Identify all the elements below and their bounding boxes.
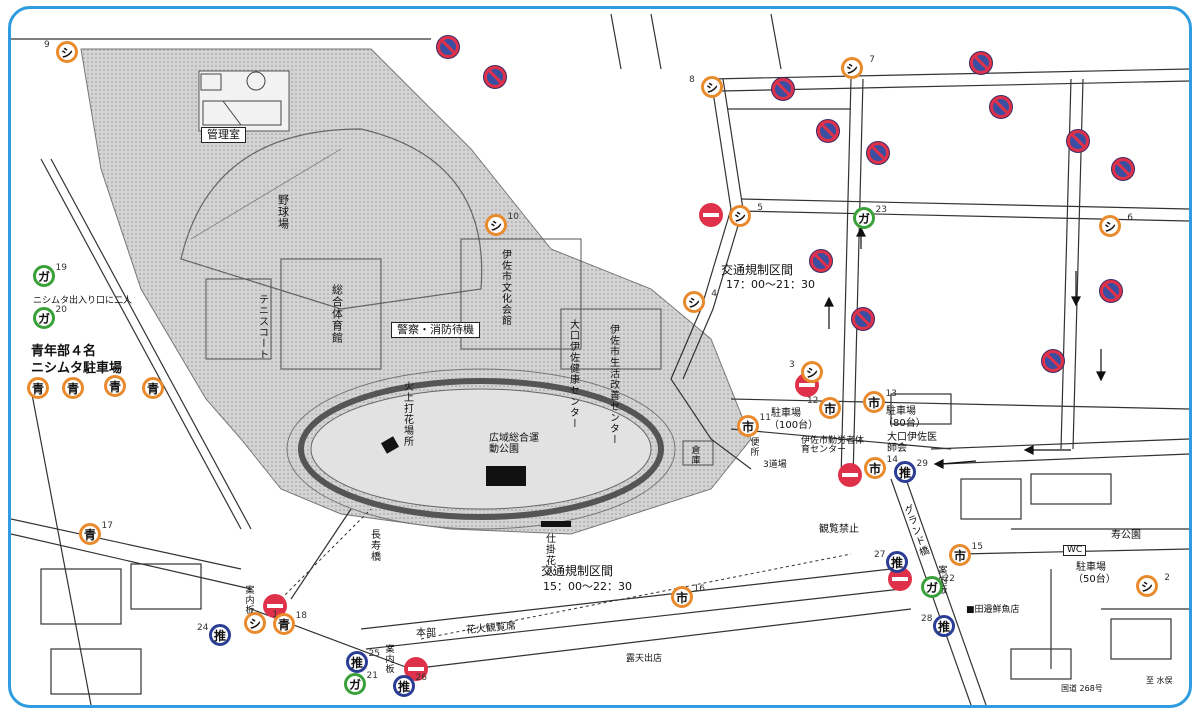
no-parking-icon: [816, 119, 840, 143]
no-parking-icon: [1041, 349, 1065, 373]
label-gym: 総合体育館: [330, 284, 344, 344]
no-parking-icon: [1111, 157, 1135, 181]
label-choju: 長寿橋: [368, 529, 380, 562]
label-sando: 3道場: [763, 460, 787, 470]
marker-youth: 青: [62, 377, 84, 399]
label-parking-50-cap: （50台）: [1073, 574, 1116, 585]
no-parking-icon: [771, 77, 795, 101]
no-parking-icon: [851, 307, 875, 331]
label-wc: WC: [1063, 545, 1087, 557]
no-parking-icon: [483, 65, 507, 89]
no-parking-icon: [1066, 129, 1090, 153]
map-base: [11, 13, 1189, 705]
no-parking-icon: [969, 51, 993, 75]
no-entry-icon: [838, 463, 862, 487]
baseball-field: [180, 128, 483, 310]
track: [298, 378, 664, 520]
label-police: 警察・消防待機: [391, 322, 480, 338]
label-stalls: 露天出店: [626, 654, 663, 664]
label-culture: 伊佐市文化会館: [499, 249, 511, 326]
marker-youth: 青: [27, 377, 49, 399]
no-parking-icon: [436, 35, 460, 59]
health-center: [560, 308, 662, 370]
label-parking-100: 駐車場: [771, 408, 801, 419]
label-youth-members: 青年部４名: [31, 344, 97, 359]
label-staff-hq: 本部: [416, 628, 436, 639]
no-parking-icon: [866, 141, 890, 165]
gym-building: [280, 258, 382, 370]
no-entry-icon: [263, 594, 287, 618]
no-parking-icon: [989, 95, 1013, 119]
label-nishimuta-entrance: ニシムタ出入り口に二人: [33, 296, 133, 306]
label-parking-100-cap: （100台）: [769, 420, 819, 431]
no-entry-icon: [699, 203, 723, 227]
label-fireworks-site: 火上打花場所: [401, 381, 413, 447]
label-fish-shop: ■田邉鮮魚店: [966, 605, 1020, 615]
label-storage: 倉庫: [689, 445, 700, 465]
no-parking-icon: [1099, 279, 1123, 303]
label-traffic-top-time: 17：00～21：30: [726, 278, 815, 291]
label-health: 大口伊佐健康センター: [567, 319, 579, 429]
label-worker-gym: 伊佐市勤労者体育センター: [801, 436, 865, 456]
label-management: 管理室: [201, 127, 246, 143]
label-kotobuki: 寿公園: [1111, 530, 1141, 541]
label-nishimuta-parking: ニシムタ駐車場: [31, 361, 123, 376]
culture-hall: [460, 238, 582, 350]
map-frame: 管理室 野球場 テニスコート 総合体育館 伊佐市文化会館 警察・消防待機 大口伊…: [8, 6, 1192, 708]
tennis-court: [205, 278, 272, 360]
label-direction: 至 水俣: [1146, 676, 1173, 685]
label-shikake: 仕掛花火: [543, 533, 555, 577]
label-guide-board-1: 案内板: [243, 585, 254, 615]
label-no-view: 観覧禁止: [819, 524, 859, 535]
label-baseball: 野球場: [276, 194, 290, 230]
label-medical: 大口伊佐医師会: [887, 432, 937, 454]
label-traffic-bottom-time: 15：00～22：30: [543, 580, 632, 593]
marker-youth: 青: [104, 375, 126, 397]
label-guide-board-2: 案内板: [383, 644, 394, 674]
label-guide-board-3: 案内板: [936, 565, 947, 595]
label-park: 広域総合運動公園: [489, 433, 539, 455]
label-parking-80-cap: （80台）: [883, 418, 926, 429]
label-traffic-top: 交通規制区間: [721, 263, 794, 277]
label-route: 国道 268号: [1061, 684, 1103, 693]
label-parking-80: 駐車場: [886, 406, 916, 417]
label-parking-50: 駐車場: [1076, 562, 1106, 573]
no-parking-icon: [809, 249, 833, 273]
marker-youth: 青: [142, 377, 164, 399]
label-traffic-bottom: 交通規制区間: [541, 564, 614, 578]
label-tennis: テニスコート: [256, 294, 268, 360]
label-life: 伊佐市生活改善センター: [607, 324, 619, 445]
label-toilet: 便所: [748, 437, 759, 457]
